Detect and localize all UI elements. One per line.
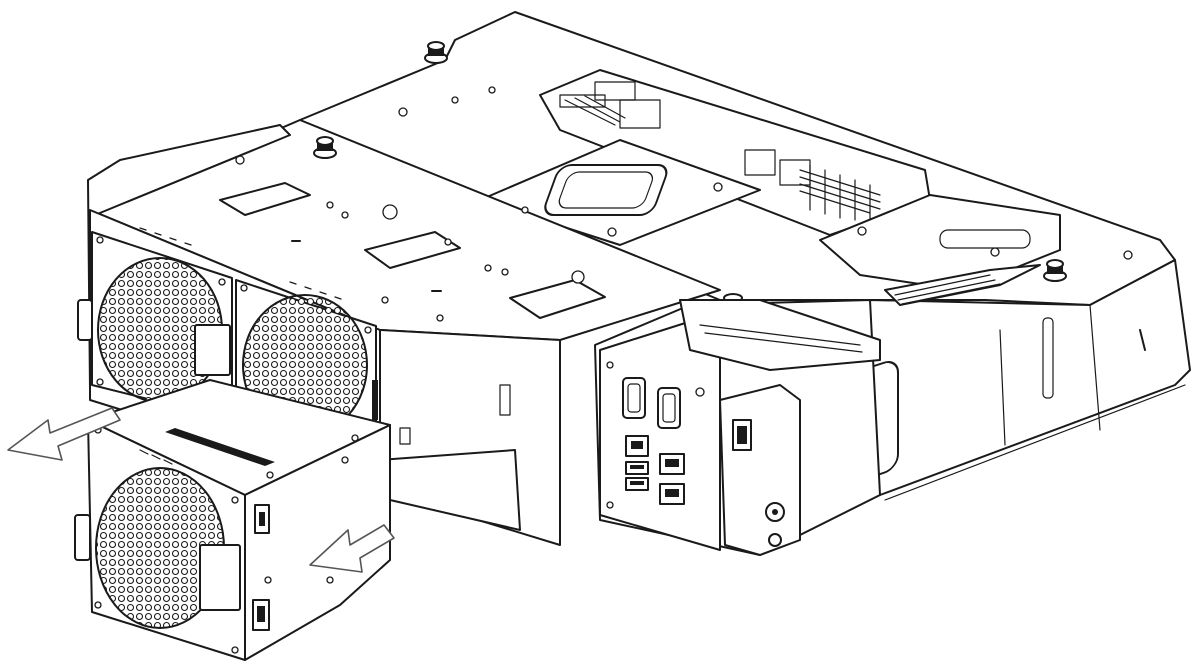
rj45-port-icon[interactable]	[659, 483, 685, 505]
fan-module-removed[interactable]	[74, 379, 391, 661]
usb-port-icon[interactable]	[625, 477, 649, 491]
thumbscrew-icon[interactable]	[1043, 259, 1067, 282]
thumbscrew-icon[interactable]	[313, 136, 337, 159]
center-bracket	[479, 139, 761, 246]
thumbscrew-icon[interactable]	[424, 41, 448, 64]
remove-arrow-icon	[7, 407, 121, 461]
rj45-port-icon[interactable]	[625, 435, 649, 457]
usb-port-icon[interactable]	[625, 461, 649, 475]
lid-holes	[235, 86, 1133, 322]
fan-top-vents	[139, 227, 342, 300]
insert-arrow-icon	[309, 524, 395, 573]
rj45-port-icon[interactable]	[659, 453, 685, 475]
serial-port-icon[interactable]	[622, 377, 646, 419]
board-connectors	[559, 81, 881, 223]
rear-bay	[819, 194, 1061, 306]
mainboard-opening	[539, 69, 931, 236]
fan-module-installed-1	[77, 231, 233, 421]
io-panel	[594, 299, 881, 556]
serial-port-icon[interactable]	[657, 387, 681, 429]
